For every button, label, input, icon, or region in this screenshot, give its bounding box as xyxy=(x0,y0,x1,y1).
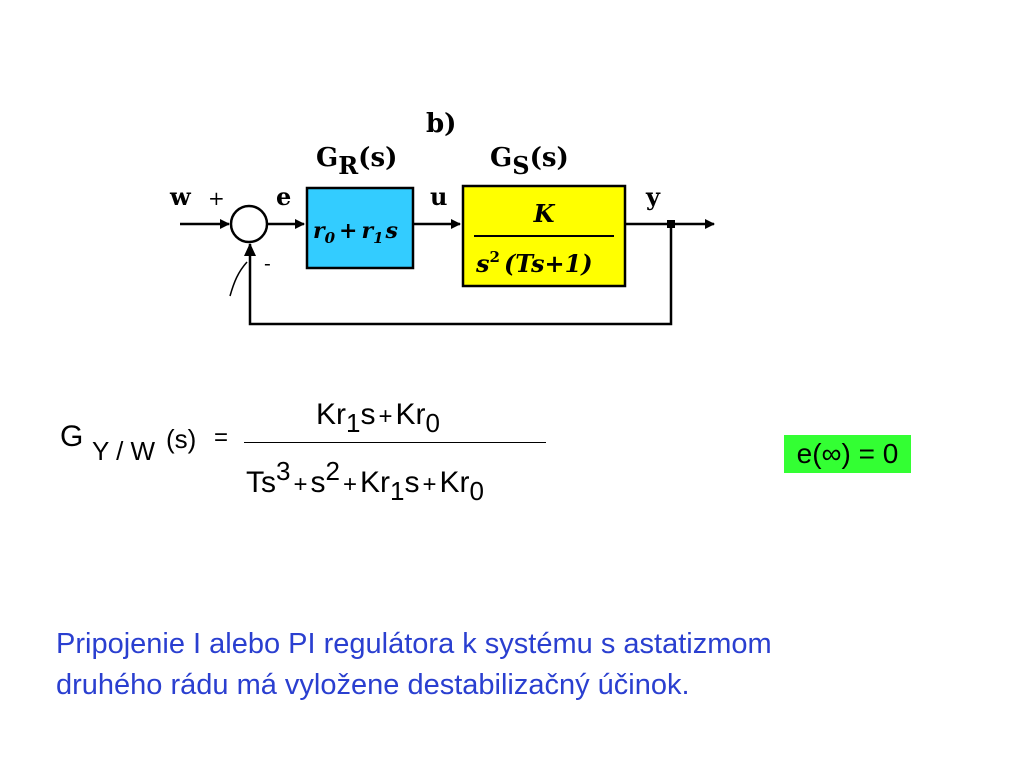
formula-numerator: Kr1s+Kr0 xyxy=(316,398,440,438)
signal-y: y xyxy=(645,182,661,211)
controller-block xyxy=(305,186,415,270)
caption-line-1: Pripojenie I alebo PI regulátora k systé… xyxy=(56,628,772,660)
formula-lhs-subscript: Y / W xyxy=(92,436,156,466)
caption-line-2: druhého rádu má vyložene destabilizačný … xyxy=(56,669,690,701)
block-diagram: b) GR(s) GS(s) w + e u y - r0+r1s K s2(T… xyxy=(169,109,715,326)
formula-denominator: Ts3+s2+Kr1s+Kr0 xyxy=(246,456,484,506)
plant-numerator: K xyxy=(533,199,556,228)
signal-w: w xyxy=(169,182,192,211)
signal-e: e xyxy=(276,182,291,211)
caption-text: Pripojenie I alebo PI regulátora k systé… xyxy=(56,624,956,706)
plant-label: GS(s) xyxy=(490,143,569,180)
plant-denominator: s2(Ts+1) xyxy=(475,248,593,278)
controller-tf: r0+r1s xyxy=(313,218,398,247)
formula-equals: = xyxy=(214,424,229,451)
diagram-label: b) xyxy=(426,109,456,139)
summing-junction xyxy=(229,204,269,244)
signal-plus: + xyxy=(208,186,225,210)
feedback-line xyxy=(248,224,673,326)
signal-minus: - xyxy=(264,251,271,275)
steady-state-error: e(∞) = 0 xyxy=(784,435,911,473)
feedback-tail xyxy=(229,261,248,297)
formula-lhs-arg: (s) xyxy=(166,424,197,454)
feedback-arrowhead xyxy=(244,243,256,256)
formula-lhs-g: G xyxy=(60,420,84,453)
controller-label: GR(s) xyxy=(316,143,397,180)
formula-fraction-bar xyxy=(244,442,546,443)
signal-u: u xyxy=(430,182,447,211)
